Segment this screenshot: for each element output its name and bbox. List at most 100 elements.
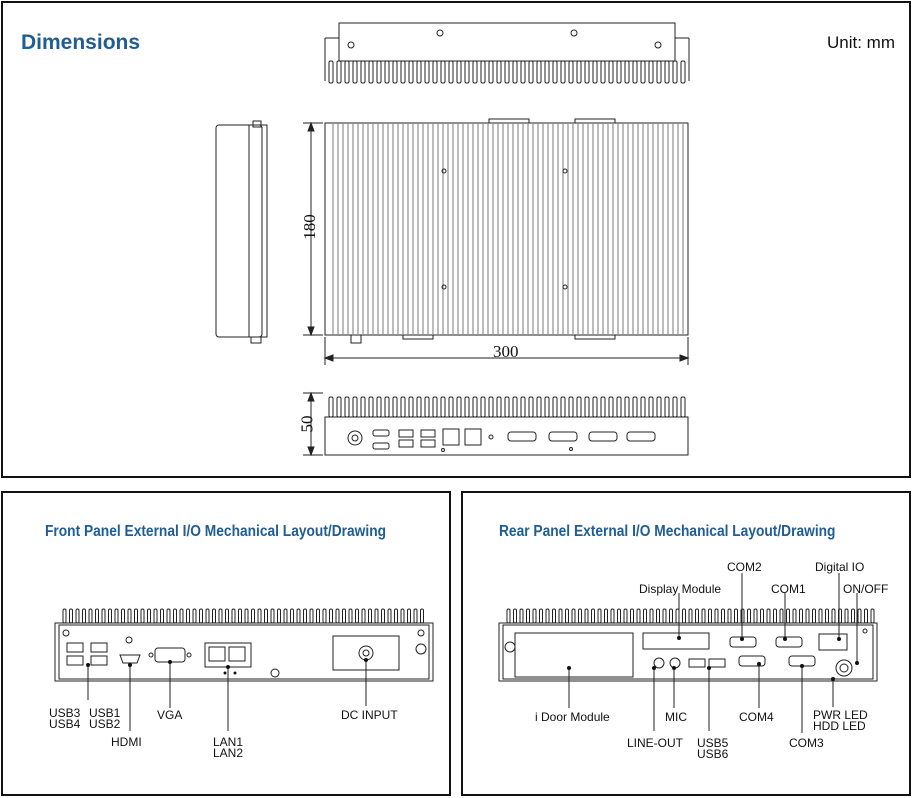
- heatsink-fin: [62, 608, 67, 624]
- heatsink-fin: [688, 608, 693, 624]
- heatsink-fin: [506, 608, 511, 624]
- depth-dimension: 180: [299, 214, 319, 240]
- heatsink-fin: [368, 396, 374, 418]
- heatsink-fin: [592, 60, 598, 84]
- heatsink-fin: [420, 608, 424, 624]
- heatsink-fin: [584, 396, 590, 418]
- heatsink-fin: [440, 60, 446, 84]
- usb6-label: USB6: [697, 747, 729, 761]
- usb1-label: USB1: [89, 706, 121, 720]
- heatsink-fin: [608, 60, 614, 84]
- heatsink-fin: [432, 60, 438, 84]
- heatsink-fin: [753, 608, 758, 624]
- heatsink-fin: [205, 608, 210, 624]
- heatsink-fin: [766, 608, 771, 624]
- heatsink-fin: [82, 608, 86, 624]
- heatsink-fin: [114, 608, 119, 624]
- heatsink-fin: [448, 60, 454, 84]
- heatsink-fin: [344, 396, 350, 418]
- heatsink-fin: [640, 396, 646, 418]
- heatsink-fin: [805, 608, 810, 624]
- heatsink-fin: [352, 60, 358, 84]
- heatsink-fin: [512, 60, 518, 84]
- heatsink-fin: [818, 608, 823, 624]
- heatsink-fin: [721, 608, 725, 624]
- heatsink-fin: [400, 608, 405, 624]
- heatsink-fin: [283, 608, 288, 624]
- heatsink-fin: [526, 608, 530, 624]
- heatsink-fin: [496, 396, 502, 418]
- heatsink-fin: [520, 60, 526, 84]
- heatsink-fin: [708, 608, 712, 624]
- heatsink-fin: [773, 608, 777, 624]
- heatsink-fin: [864, 608, 868, 624]
- heatsink-fin: [680, 60, 686, 84]
- heatsink-fin: [632, 396, 638, 418]
- heatsink-fin: [192, 608, 197, 624]
- heatsink-fin: [624, 396, 630, 418]
- heatsink-fin: [408, 60, 414, 84]
- heatsink-fin: [532, 608, 537, 624]
- heatsink-fin: [536, 396, 542, 418]
- heatsink-fin: [519, 608, 524, 624]
- heatsink-fin: [680, 396, 686, 418]
- heatsink-fin: [649, 608, 654, 624]
- heatsink-fin: [225, 608, 229, 624]
- heatsink-fin: [608, 396, 614, 418]
- heatsink-fin: [488, 396, 494, 418]
- heatsink-fin: [328, 396, 334, 418]
- heatsink-fin: [656, 60, 662, 84]
- heatsink-fin: [552, 396, 558, 418]
- com2-label: COM2: [727, 560, 762, 574]
- heatsink-fin: [335, 608, 340, 624]
- heatsink-fin: [464, 396, 470, 418]
- heatsink-fin: [560, 60, 566, 84]
- heatsink-fin: [127, 608, 132, 624]
- unit-label: Unit: mm: [827, 33, 895, 52]
- heatsink-fin: [545, 608, 550, 624]
- usb5-label: USB5: [697, 736, 729, 750]
- heatsink-fin: [336, 60, 342, 84]
- heatsink-fin: [664, 60, 670, 84]
- heatsink-fin: [779, 608, 784, 624]
- heatsink-fin: [792, 608, 797, 624]
- heatsink-fin: [578, 608, 582, 624]
- heatsink-fin: [636, 608, 641, 624]
- heatsink-fin: [632, 60, 638, 84]
- heatsink-fin: [69, 608, 73, 624]
- heatsink-fin: [528, 396, 534, 418]
- heatsink-fin: [264, 608, 268, 624]
- heatsink-fin: [600, 396, 606, 418]
- heatsink-fin: [394, 608, 398, 624]
- heatsink-fin: [238, 608, 242, 624]
- dimensions-panel: Dimensions Unit: mm: [1, 1, 911, 478]
- front-panel-drawing: [54, 608, 434, 731]
- heatsink-fin: [480, 60, 486, 84]
- lan2-label: LAN2: [213, 746, 244, 760]
- heatsink-fin: [147, 608, 151, 624]
- heatsink-fin: [277, 608, 281, 624]
- heatsink-fin: [186, 608, 190, 624]
- heatsink-fin: [432, 396, 438, 418]
- usb3-label: USB3: [49, 706, 81, 720]
- on-off-label: ON/OFF: [843, 582, 889, 596]
- heatsink-fin: [488, 60, 494, 84]
- heatsink-fin: [88, 608, 93, 624]
- heatsink-fin: [342, 608, 346, 624]
- heatsink-fin: [160, 608, 164, 624]
- com3-label: COM3: [789, 736, 824, 750]
- heatsink-fin: [513, 608, 517, 624]
- heatsink-fin: [140, 608, 145, 624]
- heatsink-fin: [456, 60, 462, 84]
- heatsink-fin: [480, 396, 486, 418]
- rear-panel: Rear Panel External I/O Mechanical Layou…: [461, 491, 911, 796]
- heatsink-fin: [857, 608, 862, 624]
- heatsink-fin: [212, 608, 216, 624]
- front-panel: Front Panel External I/O Mechanical Layo…: [1, 491, 451, 796]
- heatsink-fin: [568, 396, 574, 418]
- heatsink-fin: [747, 608, 751, 624]
- heatsink-fin: [610, 608, 615, 624]
- heatsink-fin: [173, 608, 177, 624]
- heatsink-fin: [544, 396, 550, 418]
- heatsink-fin: [374, 608, 379, 624]
